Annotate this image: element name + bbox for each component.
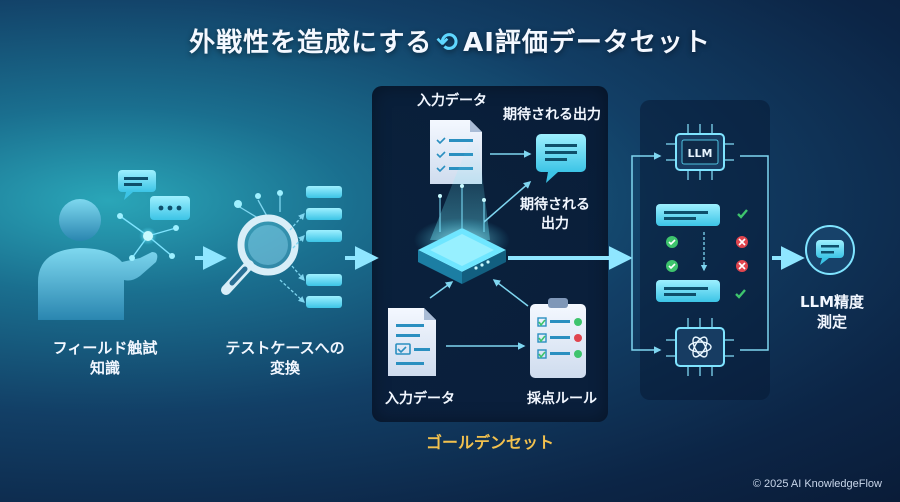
ai-model-chip-icon <box>666 318 734 376</box>
llm-chip-icon <box>666 124 734 180</box>
expected-output-label-mid: 期待される 出力 <box>520 197 590 232</box>
person-icon <box>38 199 158 320</box>
scoring-rules-label: 採点ルール <box>527 391 597 407</box>
title-part2: AI評価データセット <box>463 28 711 58</box>
page-title: 外戦性を造成にする⟲AI評価データセット <box>0 22 900 59</box>
copyright-text: © 2025 AI KnowledgeFlow <box>752 478 882 490</box>
golden-set-label: ゴールデンセット <box>425 433 554 452</box>
expected-output-bubble-icon <box>536 134 586 183</box>
title-part1: 外戦性を造成にする <box>189 28 433 58</box>
result-bubble-icon <box>805 225 855 275</box>
llm-accuracy-label: LLM精度 測定 <box>799 293 865 332</box>
branch-lines <box>631 152 769 354</box>
expected-output-label-top: 期待される出力 <box>503 107 601 123</box>
input-data-label-top: 入力データ <box>417 93 487 109</box>
scoring-clipboard-icon <box>530 298 586 378</box>
to-test-cases-label: テストケースへの 変換 <box>225 339 345 378</box>
field-knowledge-label: フィールド触試 知識 <box>52 339 158 378</box>
magnifier-icon <box>221 190 299 295</box>
flow-arrow <box>429 281 454 299</box>
input-document-icon <box>388 308 436 376</box>
link-icon: ⟲ <box>436 28 460 58</box>
llm-chip-label: LLM <box>688 147 713 160</box>
input-data-label-bottom: 入力データ <box>385 391 455 407</box>
flow-arrow <box>483 181 532 223</box>
golden-dataset-server-icon <box>414 140 510 284</box>
check-icon <box>666 209 748 299</box>
llm-response-bubbles-icon <box>656 204 720 302</box>
cross-icon <box>736 236 748 272</box>
flow-arrow <box>492 279 529 307</box>
test-case-cards-icon <box>279 186 342 308</box>
speech-bubbles-icon <box>117 170 190 261</box>
